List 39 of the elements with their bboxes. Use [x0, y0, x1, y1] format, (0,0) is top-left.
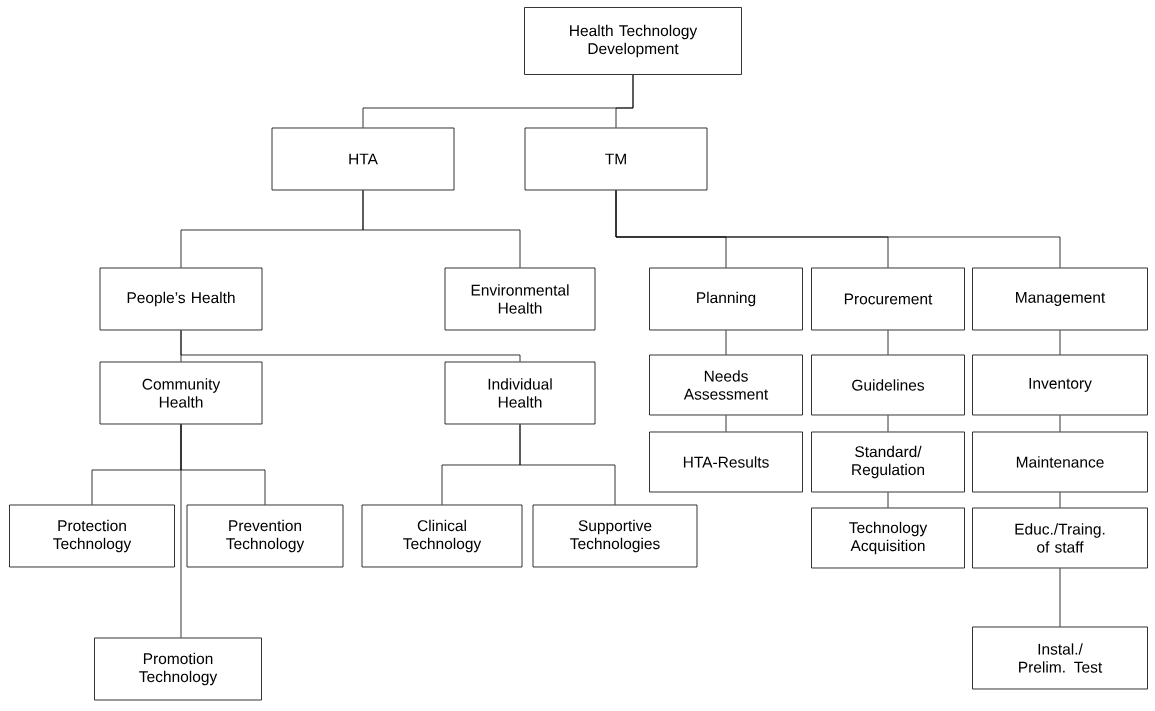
connector-line: [887, 415, 889, 432]
connector-line: [180, 330, 521, 362]
org-box: Individual Health: [444, 361, 596, 425]
org-box: Procurement: [811, 267, 965, 331]
org-box: Health Technology Development: [524, 7, 742, 75]
connector-line: [725, 330, 727, 355]
org-box: People’s Health: [99, 267, 263, 331]
org-box: Planning: [649, 267, 803, 331]
org-box: Management: [972, 267, 1148, 331]
org-box: Clinical Technology: [361, 504, 523, 568]
org-box: Supportive Technologies: [532, 504, 698, 568]
org-box: Guidelines: [811, 354, 965, 416]
org-box: HTA: [271, 127, 455, 191]
connector-line: [887, 492, 889, 508]
org-box: Community Health: [99, 361, 263, 425]
org-box: Prevention Technology: [186, 504, 344, 568]
connector-line: [615, 190, 1061, 268]
connector-line: [1059, 330, 1061, 355]
org-box: Educ./Traing. of staff: [972, 507, 1148, 569]
org-box: Inventory: [972, 354, 1148, 416]
connector-line: [180, 424, 182, 638]
org-box: Environmental Health: [444, 267, 596, 331]
org-box: Instal./ Prelim. Test: [972, 626, 1148, 690]
connector-line: [615, 74, 634, 128]
org-box: Needs Assessment: [649, 354, 803, 416]
org-box: TM: [524, 127, 708, 191]
connector-line: [1059, 492, 1061, 508]
connector-line: [1059, 568, 1061, 627]
org-box: Promotion Technology: [94, 637, 262, 701]
connector-line: [519, 424, 616, 505]
org-box: Standard/ Regulation: [811, 431, 965, 493]
connector-line: [887, 330, 889, 355]
connector-line: [362, 190, 521, 268]
org-box: Technology Acquisition: [811, 507, 965, 569]
connector-line: [1059, 415, 1061, 432]
org-box: Maintenance: [972, 431, 1148, 493]
connector-line: [725, 415, 727, 432]
org-box: HTA-Results: [649, 431, 803, 493]
org-box: Protection Technology: [9, 504, 175, 568]
